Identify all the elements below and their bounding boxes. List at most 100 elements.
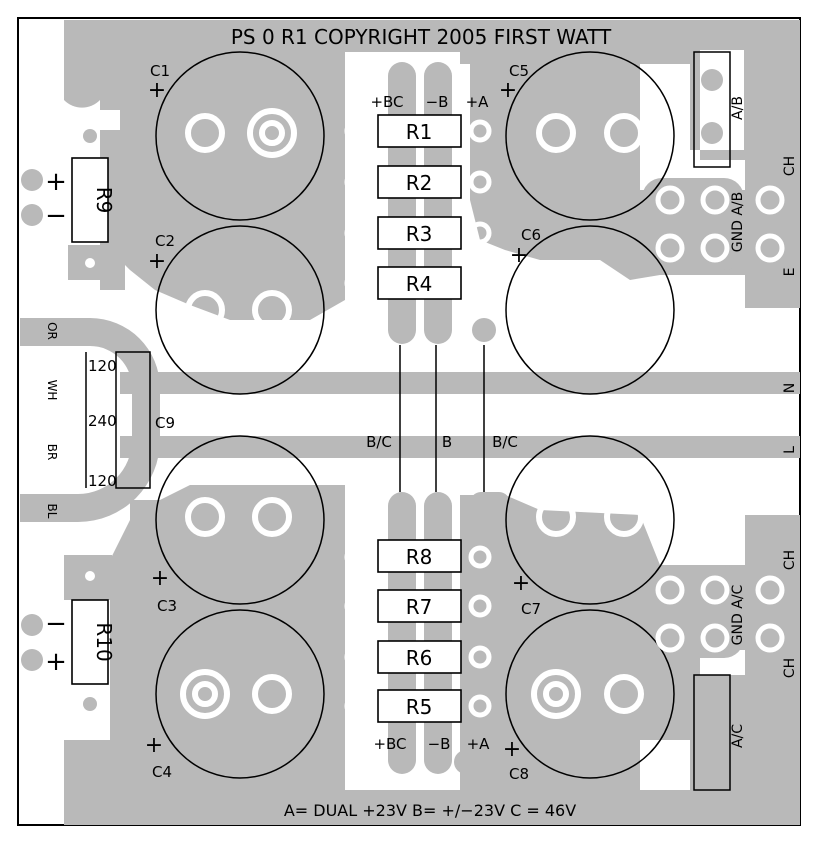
l-label: L bbox=[782, 446, 798, 454]
r5-body bbox=[377, 689, 462, 723]
rail-bc-bottom bbox=[388, 492, 416, 774]
c1-outline bbox=[155, 51, 325, 221]
ac-connector-outline bbox=[693, 674, 731, 791]
r3-body bbox=[377, 216, 462, 250]
c6-outline bbox=[505, 225, 675, 395]
n-label: N bbox=[782, 383, 798, 393]
r2-label: R2 bbox=[406, 171, 433, 195]
r1-body bbox=[377, 114, 462, 148]
upper-left-copper bbox=[110, 52, 345, 320]
c3-label: C3 bbox=[157, 597, 177, 615]
r9-label: R9 bbox=[92, 187, 116, 214]
r6-body bbox=[377, 640, 462, 674]
ch-top-label: CH bbox=[782, 156, 798, 176]
gnd-ab-label: GND A/B bbox=[730, 192, 746, 252]
r9-minus: − bbox=[45, 201, 67, 231]
mid-bc-right-label: B/C bbox=[492, 433, 518, 451]
c4-outline bbox=[155, 609, 325, 779]
gnd-ac-label: GND A/C bbox=[730, 584, 746, 645]
top-copper-bus bbox=[64, 20, 800, 308]
bottom-b-label: −B bbox=[428, 735, 451, 753]
r5-label: R5 bbox=[406, 695, 433, 719]
r8-label: R8 bbox=[406, 545, 433, 569]
r10-label: R10 bbox=[92, 622, 116, 661]
r10-body bbox=[71, 599, 109, 685]
r6-label: R6 bbox=[406, 646, 433, 670]
r7-body bbox=[377, 589, 462, 623]
board-title: PS 0 R1 COPYRIGHT 2005 FIRST WATT bbox=[231, 25, 612, 49]
c7-plus: + bbox=[512, 571, 530, 596]
gnd-ab-copper bbox=[642, 178, 744, 270]
c5-plus: + bbox=[499, 78, 517, 103]
trace-l bbox=[120, 436, 800, 458]
top-a-label: +A bbox=[466, 93, 490, 111]
r10-minus: − bbox=[45, 609, 67, 639]
c1-label: C1 bbox=[150, 62, 170, 80]
c1-plus: + bbox=[148, 78, 166, 103]
outline-boxes bbox=[85, 51, 731, 791]
ab-label: A/B bbox=[730, 96, 746, 120]
c9-outline bbox=[115, 351, 151, 489]
r8-body bbox=[377, 539, 462, 573]
r9-body bbox=[71, 157, 109, 243]
mid-b-label: B bbox=[442, 433, 452, 451]
board-footer: A= DUAL +23V B= +/−23V C = 46V bbox=[284, 801, 576, 820]
c7-outline bbox=[505, 435, 675, 605]
r7-label: R7 bbox=[406, 595, 433, 619]
ch-bottom-label: CH bbox=[782, 658, 798, 678]
r9-plus: + bbox=[45, 167, 67, 197]
wire-br-label: BR bbox=[45, 444, 59, 461]
c4-label: C4 bbox=[152, 763, 172, 781]
bottom-a-label: +A bbox=[467, 735, 491, 753]
wire-wh-label: WH bbox=[45, 380, 59, 401]
c6-plus: + bbox=[510, 243, 528, 268]
ac-loop bbox=[20, 318, 160, 522]
r10-plus: + bbox=[45, 647, 67, 677]
bc-right-stub bbox=[470, 492, 510, 514]
mid-bc-left-label: B/C bbox=[366, 433, 392, 451]
c3-outline bbox=[155, 435, 325, 605]
r4-body bbox=[377, 266, 462, 300]
top-left-corner bbox=[64, 20, 100, 108]
pad-holes bbox=[85, 258, 95, 581]
trace-n bbox=[120, 372, 800, 394]
c7-label: C7 bbox=[521, 600, 541, 618]
ac-label: A/C bbox=[730, 724, 746, 748]
r3-label: R3 bbox=[406, 222, 433, 246]
bottom-bc-label: +BC bbox=[373, 735, 406, 753]
v120-top-label: 120 bbox=[88, 357, 117, 375]
bottom-copper-bus bbox=[64, 790, 800, 825]
c5-label: C5 bbox=[509, 62, 529, 80]
ch-mid-label: CH bbox=[782, 550, 798, 570]
c2-plus: + bbox=[148, 249, 166, 274]
resistor-pads bbox=[344, 119, 785, 718]
wire-or-label: OR bbox=[45, 322, 59, 340]
c8-label: C8 bbox=[509, 765, 529, 783]
v240-label: 240 bbox=[88, 412, 117, 430]
capacitor-pads bbox=[180, 108, 644, 719]
c6-label: C6 bbox=[521, 226, 541, 244]
c9-label: C9 bbox=[155, 414, 175, 432]
c8-plus: + bbox=[503, 737, 521, 762]
gnd-ac-copper bbox=[642, 566, 744, 658]
v120-bottom-label: 120 bbox=[88, 472, 117, 490]
c4-plus: + bbox=[145, 733, 163, 758]
ab-connector-outline bbox=[693, 51, 731, 168]
c2-outline bbox=[155, 225, 325, 395]
capacitor-outlines bbox=[155, 51, 675, 779]
resistor-bodies bbox=[71, 114, 462, 723]
c8-outline bbox=[505, 609, 675, 779]
top-bc-label: +BC bbox=[370, 93, 403, 111]
rail-b-bottom bbox=[424, 492, 452, 774]
c5-outline bbox=[505, 51, 675, 221]
top-b-label: −B bbox=[426, 93, 449, 111]
r1-label: R1 bbox=[406, 120, 433, 144]
c2-label: C2 bbox=[155, 232, 175, 250]
c3-plus: + bbox=[151, 566, 169, 591]
wire-bl-label: BL bbox=[45, 504, 59, 519]
misc-pads bbox=[21, 69, 723, 774]
r2-body bbox=[377, 165, 462, 199]
r4-label: R4 bbox=[406, 272, 433, 296]
e-label: E bbox=[782, 268, 798, 277]
